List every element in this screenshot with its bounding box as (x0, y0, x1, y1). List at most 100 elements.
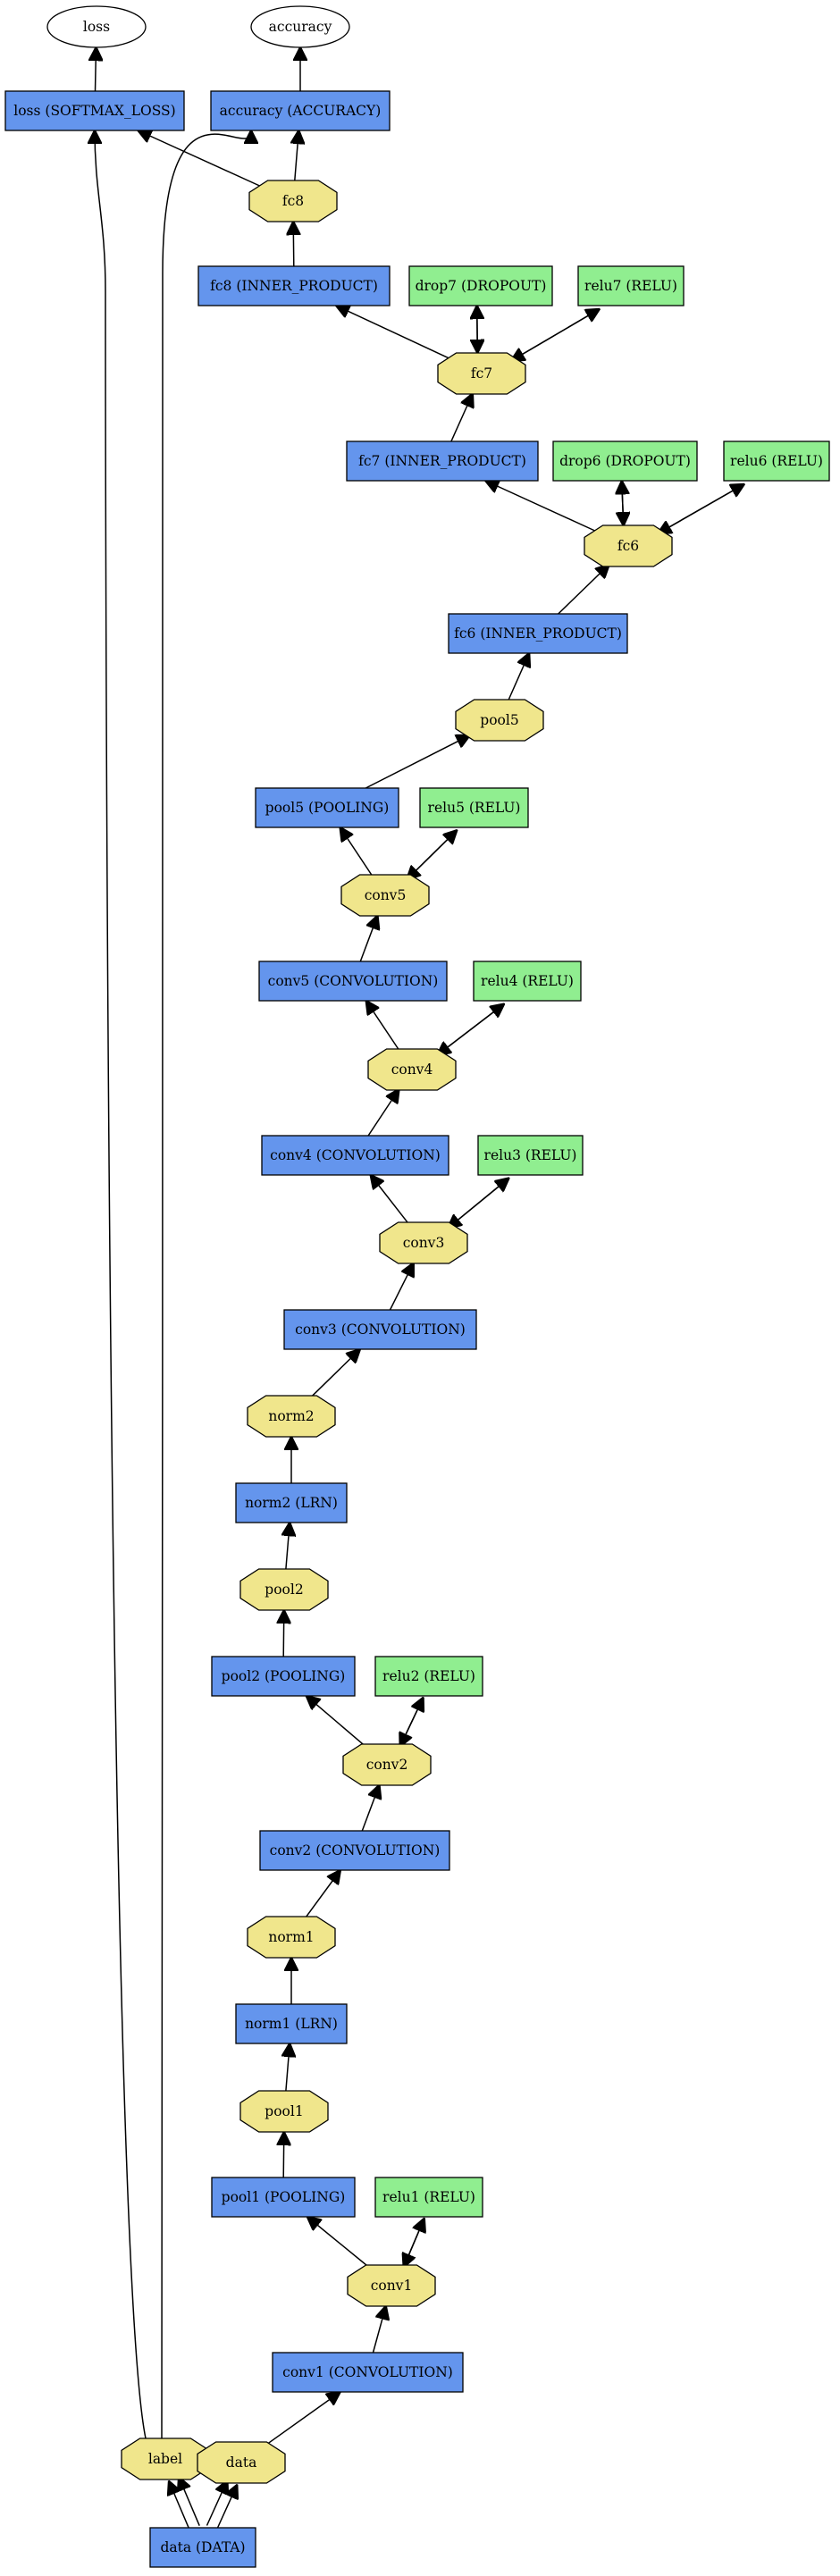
node-drop7: drop7 (DROPOUT) (408, 265, 553, 306)
node-fc7-layer: fc7 (INNER_PRODUCT) (346, 441, 539, 482)
node-conv4-blob: conv4 (367, 1048, 457, 1091)
layer-shape (283, 1309, 477, 1350)
node-label: data (DATA) (160, 2539, 245, 2555)
node-pool1-layer: pool1 (POOLING) (211, 2177, 356, 2218)
edges (95, 47, 744, 2530)
edge-conv3_blob-to-conv4_layer (371, 1175, 409, 1224)
node-label: pool5 (POOLING) (265, 800, 390, 816)
blob-shape (584, 524, 673, 567)
inplace-shape (577, 265, 685, 306)
edge-conv2_blob-to-pool2_layer (307, 1696, 366, 1748)
edge-pool1_layer-to-pool1_blob (283, 2132, 284, 2178)
edge-drop6-to-fc6_blob (622, 481, 624, 525)
node-label: drop6 (DROPOUT) (559, 453, 691, 469)
blob-shape (379, 1221, 468, 1264)
node-label: relu7 (RELU) (584, 278, 677, 294)
blob-shape (239, 2090, 329, 2133)
edge-drop7-to-fc7_blob (477, 305, 478, 353)
node-label: conv4 (391, 1061, 433, 1078)
node-pool5-layer: pool5 (POOLING) (255, 787, 399, 828)
node-loss-out: loss (46, 5, 147, 48)
node-label: norm1 (LRN) (245, 2016, 338, 2032)
node-relu6: relu6 (RELU) (723, 441, 830, 482)
layer-shape (149, 2527, 256, 2568)
node-norm2-layer: norm2 (LRN) (235, 1482, 348, 1523)
layer-shape (255, 787, 399, 828)
edge-pool5_layer-to-pool5_blob (365, 735, 469, 789)
node-relu2: relu2 (RELU) (374, 1656, 483, 1697)
node-label: relu4 (RELU) (481, 973, 574, 989)
layer-shape (448, 613, 628, 654)
node-label: fc6 (INNER_PRODUCT) (454, 625, 622, 642)
edge-conv3_layer-to-conv3_blob (389, 1263, 414, 1311)
edge-pool2_layer-to-pool2_blob (283, 1610, 284, 1657)
node-fc7-blob: fc7 (437, 352, 526, 395)
layer-shape (4, 90, 185, 131)
node-pool2-blob: pool2 (239, 1568, 329, 1611)
layer-shape (211, 1656, 356, 1697)
node-label: conv4 (CONVOLUTION) (270, 1147, 441, 1163)
layer-shape (197, 265, 391, 306)
layer-shape (211, 2177, 356, 2218)
node-conv4-layer: conv4 (CONVOLUTION) (261, 1135, 449, 1176)
blob-shape (367, 1048, 457, 1091)
node-conv3-blob: conv3 (379, 1221, 468, 1264)
node-label: fc6 (617, 538, 639, 554)
node-label: fc8 (282, 193, 304, 209)
node-label: pool2 (265, 1582, 303, 1598)
node-label: relu3 (RELU) (484, 1147, 577, 1163)
node-label: relu5 (RELU) (428, 800, 521, 816)
edge-relu3-to-conv3_blob (448, 1177, 509, 1229)
node-fc6-layer: fc6 (INNER_PRODUCT) (448, 613, 628, 654)
edge-fc7_layer-to-fc7_blob (450, 394, 473, 442)
node-acc-out: accuracy (250, 5, 350, 48)
edge-conv2_layer-to-conv2_blob (361, 1785, 379, 1832)
node-label: fc7 (INNER_PRODUCT) (358, 453, 526, 469)
node-conv3-layer: conv3 (CONVOLUTION) (283, 1309, 477, 1350)
blob-shape (247, 1395, 336, 1438)
output-shape (46, 5, 147, 48)
node-data-blob: data (197, 2441, 286, 2484)
node-label-blob: label (121, 2438, 210, 2480)
blob-shape (197, 2441, 286, 2484)
inplace-shape (419, 787, 529, 828)
output-shape (250, 5, 350, 48)
node-drop6: drop6 (DROPOUT) (552, 441, 698, 482)
node-conv2-blob: conv2 (342, 1743, 432, 1786)
edge-conv4_blob-to-conv5_layer (366, 1001, 400, 1051)
edge-loss_layer-to-loss_out (96, 47, 97, 92)
node-label: relu2 (RELU) (382, 1668, 475, 1684)
edge-norm2_blob-to-conv3_layer (309, 1349, 360, 1398)
node-label: pool1 (POOLING) (222, 2189, 346, 2205)
edge-data_blob-to-conv1_layer (265, 2392, 340, 2446)
node-label: relu1 (RELU) (382, 2189, 475, 2205)
edge-data_layer-to-label_blob (169, 2481, 190, 2530)
inplace-shape (477, 1135, 584, 1176)
node-pool1-blob: pool1 (239, 2090, 329, 2133)
layer-shape (235, 2003, 348, 2044)
blob-shape (239, 1568, 329, 1611)
node-label: conv5 (CONVOLUTION) (268, 973, 439, 989)
node-label: label (148, 2451, 182, 2467)
blob-shape (342, 1743, 432, 1786)
edge-norm1_blob-to-conv2_layer (305, 1870, 340, 1918)
edge-data_layer-to-data_blob (206, 2480, 228, 2526)
blob-shape (340, 874, 430, 917)
blob-shape (248, 180, 338, 222)
node-label: pool1 (265, 2103, 303, 2119)
inplace-shape (374, 1656, 483, 1697)
edge-fc6_blob-to-fc7_layer (485, 481, 598, 533)
node-norm2-blob: norm2 (247, 1395, 336, 1438)
layer-shape (258, 961, 448, 1002)
layer-shape (210, 90, 391, 131)
node-label: conv2 (CONVOLUTION) (270, 1842, 441, 1859)
blob-shape (121, 2438, 210, 2480)
node-label: data (226, 2454, 257, 2471)
node-label: norm1 (268, 1929, 314, 1945)
edge-label_blob-to-loss_layer (95, 130, 147, 2439)
node-label: norm2 (268, 1408, 314, 1424)
inplace-shape (374, 2177, 483, 2218)
edge-relu4-to-conv4_blob (437, 1003, 505, 1055)
blob-shape (437, 352, 526, 395)
layer-shape (235, 1482, 348, 1523)
